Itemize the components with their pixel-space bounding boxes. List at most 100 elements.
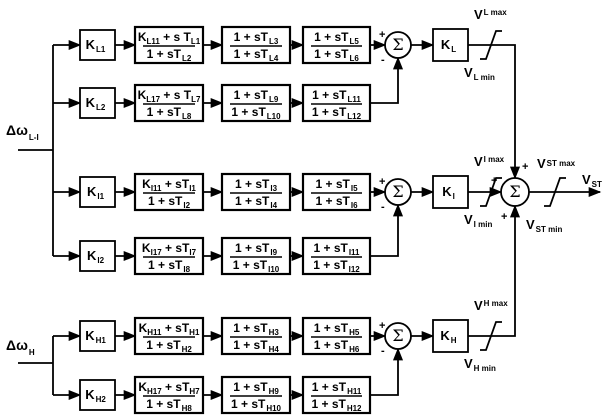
band-l-branch-1-lead-lag-3-numerator: 1 + sTL5 — [314, 30, 359, 46]
band-h-branch-1-lead-lag-1-denominator-subscript: H2 — [182, 345, 193, 354]
band-h-output-wire — [468, 204, 521, 337]
band-l-branch-2-lead-lag-3-numerator-subscript: L11 — [348, 95, 362, 104]
band-h-branch-2-gain-block-label: KH2 — [85, 387, 106, 404]
band-i-branch-2-lead-lag-2-numerator-subscript: I9 — [270, 248, 277, 257]
band-i-branch-1-lead-lag-2-numerator-subscript: I3 — [270, 184, 277, 193]
output-label: VST — [582, 172, 602, 189]
band-l-branch-1-gain-block-label-subscript: L1 — [96, 45, 106, 54]
numerator-part: L7 — [191, 95, 201, 104]
band-h-branch-2-lead-lag-3-denominator-main: 1 + sT — [311, 397, 346, 411]
band-l-band-gain-block-label-subscript: L — [451, 45, 456, 54]
band-h-branch-2-lead-lag-3-numerator: 1 + sTH11 — [312, 380, 362, 396]
band-l-branch-1-lead-lag-2-denominator-main: 1 + sT — [234, 47, 269, 61]
band-h-branch-2-lead-lag-2-numerator-main: 1 + sT — [233, 380, 268, 394]
band-h-branch-2-lead-lag-3-numerator-main: 1 + sT — [312, 380, 347, 394]
band-h-branch-1-gain-block — [79, 320, 116, 352]
band-l-branch-1-lead-lag-1-denominator-subscript: L2 — [182, 54, 192, 63]
band-h-branch-2-lead-lag-2 — [220, 375, 292, 415]
numerator-part: K — [138, 30, 147, 44]
final-limiter-max-label: VST max — [537, 156, 576, 171]
band-i-branch-2-lead-lag-3-numerator: 1 + sTI11 — [313, 241, 360, 257]
numerator-part: H17 — [147, 387, 162, 396]
band-h-branch-2-lead-lag-1 — [133, 375, 205, 415]
band-i-band-gain-block-label: KI — [442, 184, 455, 201]
band-l-branch-2-gain-block — [79, 87, 116, 119]
numerator-part: + sT — [162, 380, 190, 394]
input-label-l-i-main: Δω — [6, 122, 28, 138]
band-h-branch-1-lead-lag-2 — [220, 316, 292, 356]
band-h-branch-1-lead-lag-3-numerator-subscript: H5 — [349, 328, 360, 337]
band-h-band-gain-block-label: KH — [440, 328, 456, 345]
band-h-branch-1-lead-lag-2-numerator-subscript: H3 — [269, 328, 280, 337]
band-l-branch-2-lead-lag-3-denominator-subscript: L12 — [347, 112, 361, 121]
band-l-branch-2-lead-lag-2-denominator-main: 1 + sT — [231, 105, 266, 119]
band-h-branch-1-lead-lag-2-denominator-subscript: H4 — [269, 345, 280, 354]
band-i-branch-2-lead-lag-3-numerator-main: 1 + sT — [313, 241, 348, 255]
numerator-part: I7 — [189, 248, 196, 257]
band-i-branch-2-lead-lag-3-denominator-main: 1 + sT — [313, 258, 348, 272]
band-l-limiter-max-label: VL max — [474, 7, 507, 22]
numerator-part: L11 — [146, 37, 160, 46]
band-h-branch-1-lead-lag-1-denominator: 1 + sTH2 — [146, 338, 192, 354]
band-l-branch-1-lead-lag-3-denominator-subscript: L6 — [350, 54, 360, 63]
band-i-branch-1-gain-block-label-main: K — [87, 184, 97, 199]
band-i-branch-2-lead-lag-1-denominator: 1 + sTI8 — [148, 258, 191, 274]
band-l-branch-1-lead-lag-2 — [220, 25, 292, 65]
input-label-h-subscript: H — [29, 348, 35, 357]
numerator-part: L17 — [146, 95, 160, 104]
band-l-branch-2-lead-lag-1-denominator-main: 1 + sT — [147, 105, 182, 119]
band-l-branch-1-lead-lag-1-denominator-main: 1 + sT — [147, 47, 182, 61]
band-h-branch-1-gain-block-label-subscript: H1 — [96, 336, 107, 345]
band-i-branch-2-lead-lag-1-denominator-subscript: I8 — [183, 265, 190, 274]
numerator-part: I17 — [151, 248, 163, 257]
band-h-branch-1-lead-lag-3-denominator: 1 + sTH6 — [314, 338, 360, 354]
final-summing-junction-sigma: Σ — [509, 182, 520, 201]
band-i-limiter — [480, 177, 502, 207]
final-limiter-max-label-subscript: ST max — [547, 159, 576, 168]
band-l-limiter-min-label: VL min — [464, 65, 495, 82]
band-h-branch-1-lead-lag-3 — [301, 316, 372, 356]
band-l-branch-1-lead-lag-3-denominator-main: 1 + sT — [314, 47, 349, 61]
numerator-part: I11 — [151, 184, 162, 193]
band-h-branch-2-lead-lag-3-numerator-subscript: H11 — [347, 387, 362, 396]
input-label-l-i-subscript: L-I — [29, 133, 39, 142]
band-i-limiter-min-label: VI min — [464, 212, 492, 229]
band-l-branch-2-lead-lag-3-numerator: 1 + sTL11 — [312, 88, 361, 104]
band-l-branch-1-lead-lag-3 — [301, 25, 372, 65]
band-l-branch-1-lead-lag-2-denominator: 1 + sTL4 — [234, 47, 279, 63]
band-h-band-gain-block-label-subscript: H — [451, 336, 457, 345]
band-l-branch-2-gain-block-label-subscript: L2 — [96, 103, 106, 112]
band-l-branch-1-lead-lag-3-denominator: 1 + sTL6 — [314, 47, 359, 63]
output-label-subscript: ST — [592, 180, 602, 189]
band-l-branch-1-lead-lag-3-numerator-main: 1 + sT — [314, 30, 349, 44]
band-h-branch-1-gain-block-label: KH1 — [85, 328, 106, 345]
band-i-branch-2-lead-lag-2-denominator: 1 + sTI10 — [233, 258, 280, 274]
band-h-branch-2-lead-lag-1-numerator: KH17 + sTH7 — [138, 380, 200, 396]
input-label-h: ΔωH — [6, 337, 35, 357]
band-h-sum-plus-sign: + — [379, 320, 385, 332]
band-h-branch-2-lead-lag-2-denominator-subscript: H10 — [266, 404, 281, 413]
band-i-branch-2-gain-block-label-main: K — [87, 248, 97, 263]
final-sum-plus-left: + — [491, 175, 497, 187]
band-i-branch-1-lead-lag-1-denominator-main: 1 + sT — [148, 194, 183, 208]
numerator-part: K — [138, 88, 147, 102]
band-i-limiter-min-label-main: V — [464, 212, 473, 227]
band-l-branch-1-gain-block — [79, 29, 116, 61]
band-i-summing-junction-sigma: Σ — [392, 182, 403, 201]
band-l-branch-1-gain-block-label: KL1 — [86, 37, 106, 54]
band-h-branch-1-lead-lag-1-numerator: KH11 + sTH1 — [139, 321, 200, 337]
band-h-branch-2-lead-lag-1-denominator: 1 + sTH8 — [146, 397, 192, 413]
band-h-branch-1-gain-block-label-main: K — [85, 328, 95, 343]
band-l-branch-2-lead-lag-2-numerator: 1 + sTL9 — [234, 88, 279, 104]
band-i-branch-1-lead-lag-1-denominator-subscript: I2 — [183, 201, 190, 210]
band-i-branch-2-lead-lag-1-numerator: KI17 + sTI7 — [142, 241, 197, 257]
numerator-part: + sT — [161, 321, 189, 335]
band-h-sum-minus-wire — [370, 347, 404, 396]
band-i-branch-2-lead-lag-2-denominator-subscript: I10 — [268, 265, 280, 274]
band-i-sum-plus-sign: + — [379, 176, 385, 188]
band-l-band-gain-block-label-main: K — [441, 37, 451, 52]
band-i-branch-2-lead-lag-3-denominator: 1 + sTI12 — [313, 258, 360, 274]
band-h-branch-1-lead-lag-2-numerator: 1 + sTH3 — [233, 321, 279, 337]
band-l-branch-2-lead-lag-1-denominator: 1 + sTL8 — [147, 105, 192, 121]
